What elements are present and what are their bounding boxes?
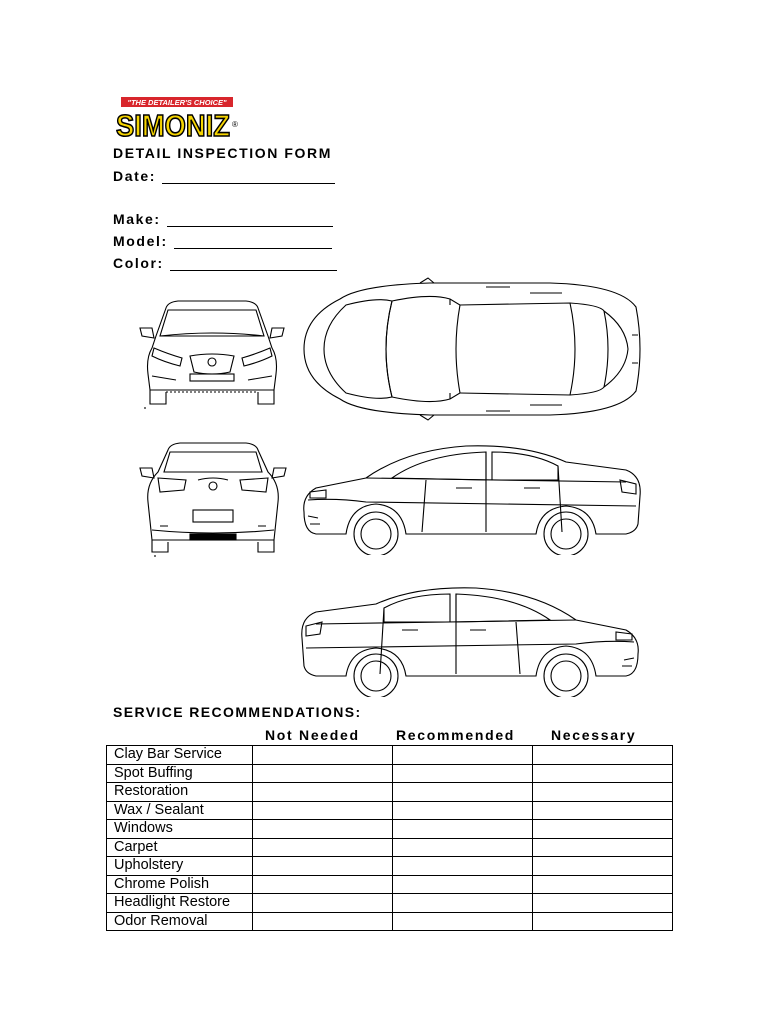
checkbox-recommended[interactable] xyxy=(392,763,533,783)
col-not-needed: Not Needed xyxy=(265,727,360,743)
table-row: Upholstery xyxy=(106,856,673,876)
checkbox-recommended[interactable] xyxy=(392,911,533,931)
checkbox-not-needed[interactable] xyxy=(252,911,393,931)
checkbox-necessary[interactable] xyxy=(532,911,673,931)
car-right-side-view xyxy=(296,582,646,697)
color-label: Color: xyxy=(113,255,164,271)
car-rear-view xyxy=(138,440,288,560)
checkbox-not-needed[interactable] xyxy=(252,856,393,876)
col-necessary: Necessary xyxy=(551,727,637,743)
table-row: Spot Buffing xyxy=(106,763,673,783)
checkbox-recommended[interactable] xyxy=(392,856,533,876)
car-left-side-view xyxy=(296,440,646,555)
service-label-carpet: Carpet xyxy=(106,837,253,857)
checkbox-necessary[interactable] xyxy=(532,782,673,802)
logo-tagline: "THE DETAILER'S CHOICE" xyxy=(127,98,227,107)
car-top-view xyxy=(300,277,645,422)
service-label-upholstery: Upholstery xyxy=(106,856,253,876)
logo-brand: SIMONIZ xyxy=(116,108,230,143)
checkbox-recommended[interactable] xyxy=(392,800,533,820)
table-row: Carpet xyxy=(106,837,673,857)
checkbox-not-needed[interactable] xyxy=(252,874,393,894)
checkbox-not-needed[interactable] xyxy=(252,782,393,802)
table-row: Headlight Restore xyxy=(106,893,673,913)
checkbox-necessary[interactable] xyxy=(532,800,673,820)
table-row: Wax / Sealant xyxy=(106,800,673,820)
registered-mark: ® xyxy=(232,120,238,129)
make-input-line[interactable] xyxy=(166,212,333,227)
checkbox-not-needed[interactable] xyxy=(252,893,393,913)
checkbox-recommended[interactable] xyxy=(392,837,533,857)
model-input-line[interactable] xyxy=(173,234,332,249)
table-row: Clay Bar Service xyxy=(106,745,673,765)
date-field[interactable]: Date: xyxy=(113,168,336,184)
table-row: Windows xyxy=(106,819,673,839)
service-label-windows: Windows xyxy=(106,819,253,839)
checkbox-not-needed[interactable] xyxy=(252,837,393,857)
table-row: Chrome Polish xyxy=(106,874,673,894)
make-label: Make: xyxy=(113,211,161,227)
table-row: Restoration xyxy=(106,782,673,802)
date-label: Date: xyxy=(113,168,157,184)
simoniz-logo: "THE DETAILER'S CHOICE" SIMONIZ ® xyxy=(113,95,243,145)
color-field[interactable]: Color: xyxy=(113,255,337,271)
checkbox-recommended[interactable] xyxy=(392,745,533,765)
checkbox-necessary[interactable] xyxy=(532,745,673,765)
service-table: Clay Bar Service Spot Buffing Restoratio… xyxy=(106,745,673,931)
service-label-chrome-polish: Chrome Polish xyxy=(106,874,253,894)
checkbox-necessary[interactable] xyxy=(532,874,673,894)
car-front-view xyxy=(138,298,286,413)
checkbox-necessary[interactable] xyxy=(532,763,673,783)
service-label-spot-buffing: Spot Buffing xyxy=(106,763,253,783)
table-row: Odor Removal xyxy=(106,911,673,931)
service-label-restoration: Restoration xyxy=(106,782,253,802)
checkbox-necessary[interactable] xyxy=(532,856,673,876)
checkbox-recommended[interactable] xyxy=(392,782,533,802)
make-field[interactable]: Make: xyxy=(113,211,333,227)
checkbox-not-needed[interactable] xyxy=(252,800,393,820)
service-label-odor-removal: Odor Removal xyxy=(106,911,253,931)
color-input-line[interactable] xyxy=(169,256,337,271)
checkbox-recommended[interactable] xyxy=(392,819,533,839)
service-label-headlight-restore: Headlight Restore xyxy=(106,893,253,913)
checkbox-necessary[interactable] xyxy=(532,893,673,913)
checkbox-recommended[interactable] xyxy=(392,874,533,894)
checkbox-necessary[interactable] xyxy=(532,837,673,857)
checkbox-not-needed[interactable] xyxy=(252,763,393,783)
date-input-line[interactable] xyxy=(162,169,336,184)
checkbox-not-needed[interactable] xyxy=(252,819,393,839)
col-recommended: Recommended xyxy=(396,727,516,743)
form-title: DETAIL INSPECTION FORM xyxy=(113,145,333,161)
checkbox-recommended[interactable] xyxy=(392,893,533,913)
service-label-wax-sealant: Wax / Sealant xyxy=(106,800,253,820)
model-field[interactable]: Model: xyxy=(113,233,332,249)
checkbox-not-needed[interactable] xyxy=(252,745,393,765)
model-label: Model: xyxy=(113,233,168,249)
service-label-clay-bar: Clay Bar Service xyxy=(106,745,253,765)
checkbox-necessary[interactable] xyxy=(532,819,673,839)
service-recommendations-title: SERVICE RECOMMENDATIONS: xyxy=(113,704,362,720)
